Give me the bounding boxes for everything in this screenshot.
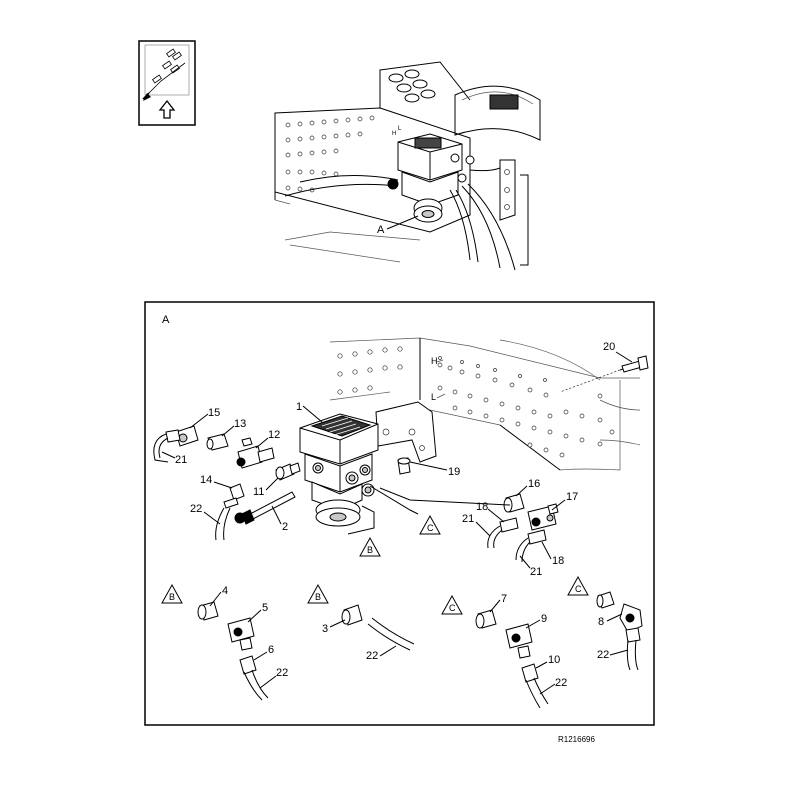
svg-text:H: H bbox=[392, 131, 396, 137]
part-label-10: 10 bbox=[548, 654, 560, 666]
part-label-9: 9 bbox=[541, 613, 547, 625]
part-bolt-20 bbox=[559, 355, 649, 393]
part-label-15: 15 bbox=[208, 407, 220, 419]
part-tee-9 bbox=[505, 623, 533, 659]
part-label-13: 13 bbox=[234, 418, 246, 430]
view-marker-b-1: B bbox=[161, 583, 183, 604]
part-label-5: 5 bbox=[262, 602, 268, 614]
part-valve-1 bbox=[299, 413, 379, 527]
svg-text:C: C bbox=[427, 523, 434, 533]
part-fitting-3 bbox=[341, 604, 363, 626]
detail-panel-label: A bbox=[162, 314, 170, 326]
part-label-2: 2 bbox=[282, 521, 288, 533]
part-fitting-4 bbox=[197, 601, 219, 621]
svg-text:C: C bbox=[575, 584, 582, 594]
part-connector-10 bbox=[521, 663, 539, 683]
svg-text:B: B bbox=[315, 592, 321, 602]
part-label-4: 4 bbox=[222, 585, 228, 597]
part-connector-18b bbox=[527, 529, 547, 545]
view-marker-c-1: C bbox=[441, 594, 463, 615]
part-label-1: 1 bbox=[296, 401, 302, 413]
svg-text:B: B bbox=[169, 592, 175, 602]
part-tee-12 bbox=[236, 437, 275, 469]
reference-number: R1216696 bbox=[558, 735, 595, 744]
view-marker-b-main: B bbox=[359, 536, 381, 557]
part-label-22c: 22 bbox=[366, 650, 378, 662]
part-label-18a: 18 bbox=[476, 501, 488, 513]
bracket-marker-l: L bbox=[431, 392, 436, 402]
part-elbow-15 bbox=[165, 425, 199, 447]
part-fitting-8-nut bbox=[596, 591, 615, 609]
part-fitting-16 bbox=[503, 493, 525, 513]
part-connector-13 bbox=[206, 433, 229, 451]
part-label-22a: 22 bbox=[190, 503, 202, 515]
part-label-17: 17 bbox=[566, 491, 578, 503]
part-fitting-7 bbox=[475, 609, 497, 629]
part-elbow-8 bbox=[619, 603, 643, 643]
view-marker-c-2: C bbox=[567, 575, 589, 596]
part-label-12: 12 bbox=[268, 429, 280, 441]
part-label-20: 20 bbox=[603, 341, 615, 353]
view-marker-c-main: C bbox=[419, 514, 441, 535]
part-tee-5 bbox=[227, 617, 255, 651]
view-direction-icon bbox=[138, 40, 196, 126]
part-tee-17 bbox=[527, 503, 559, 531]
svg-text:L: L bbox=[398, 126, 402, 132]
part-label-22e: 22 bbox=[597, 649, 609, 661]
part-fitting-11 bbox=[275, 462, 301, 481]
view-marker-b-2: B bbox=[307, 583, 329, 604]
part-labels: 1 2 3 4 5 6 7 8 9 10 11 12 13 bbox=[161, 341, 633, 695]
bracket-marker-h: H bbox=[431, 356, 438, 366]
part-bracket-19 bbox=[375, 401, 437, 475]
part-label-3: 3 bbox=[322, 623, 328, 635]
part-connector-18a bbox=[499, 517, 519, 533]
part-label-19: 19 bbox=[448, 466, 460, 478]
part-connector-6 bbox=[239, 655, 257, 675]
part-label-22d: 22 bbox=[555, 677, 567, 689]
part-plug-14 bbox=[223, 483, 246, 524]
part-label-18b: 18 bbox=[552, 555, 564, 567]
overview-illustration: A H L bbox=[274, 61, 541, 271]
part-label-6: 6 bbox=[268, 644, 274, 656]
part-label-14: 14 bbox=[200, 474, 212, 486]
overview-callout-a: A bbox=[377, 224, 385, 236]
part-label-22b: 22 bbox=[276, 667, 288, 679]
part-label-21b: 21 bbox=[462, 513, 474, 525]
chassis-frame: H L bbox=[329, 337, 641, 471]
part-label-16: 16 bbox=[528, 478, 540, 490]
up-arrow-icon bbox=[158, 99, 176, 119]
part-bolt-2 bbox=[241, 491, 296, 525]
detail-panel-frame bbox=[144, 301, 655, 726]
part-label-21a: 21 bbox=[175, 454, 187, 466]
svg-text:C: C bbox=[449, 603, 456, 613]
part-label-11: 11 bbox=[253, 486, 264, 498]
part-label-7: 7 bbox=[501, 593, 507, 605]
part-label-8: 8 bbox=[598, 616, 604, 628]
part-label-21c: 21 bbox=[530, 566, 542, 578]
svg-text:B: B bbox=[367, 545, 373, 555]
